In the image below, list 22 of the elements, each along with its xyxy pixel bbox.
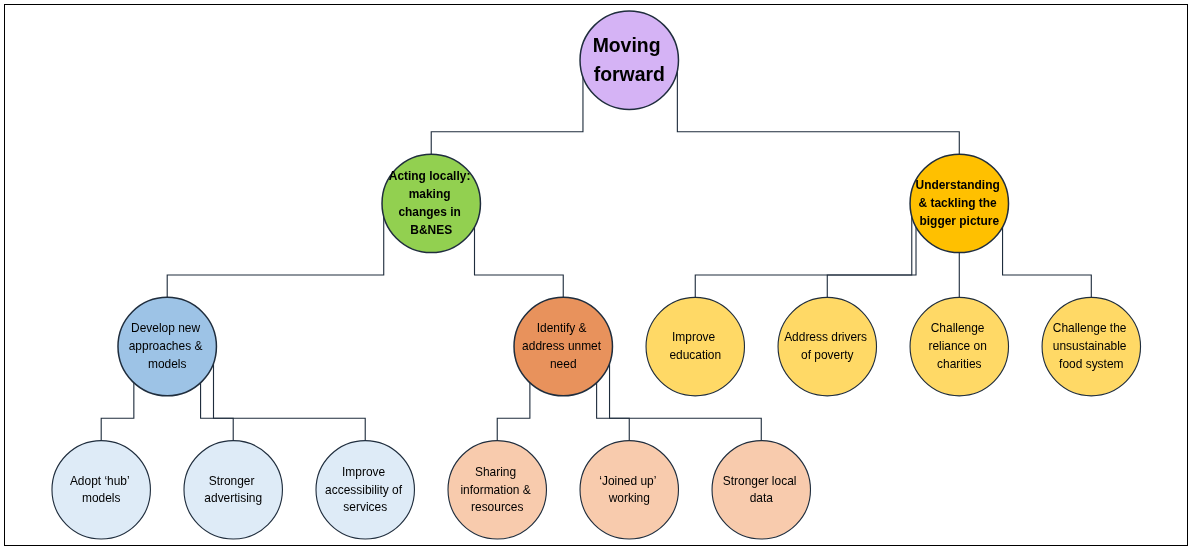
node-circle: Sharing information & resources [447,440,547,540]
node-circle: Adopt ‘hub’ models [51,440,151,540]
node-circle: Stronger advertising [183,440,283,540]
connector [595,382,630,442]
connector [199,382,234,442]
node-circle: Address drivers of poverty [777,296,877,397]
node-circle: Understanding & tackling the bigger picture [909,153,1009,254]
node-circle: Challenge reliance on charities [909,296,1009,397]
connector [496,382,531,442]
node-circle: Moving forward [579,10,679,111]
node-circle: Challenge the unsustainable food system [1041,296,1141,397]
connector [1001,226,1092,298]
node-circle: Improve accessibility of services [315,440,415,540]
connector [100,382,135,442]
node-circle: Improve education [645,296,745,397]
node-circle: ‘Joined up’ working [579,440,679,540]
connector [958,252,960,298]
node-circle: Acting locally: making changes in B&NES [381,153,481,254]
node-circle: Develop new approaches & models [117,296,217,397]
node-circle: Stronger local data [711,440,811,540]
connector [473,226,564,298]
node-circle: Identify & address unmet need [513,296,613,397]
